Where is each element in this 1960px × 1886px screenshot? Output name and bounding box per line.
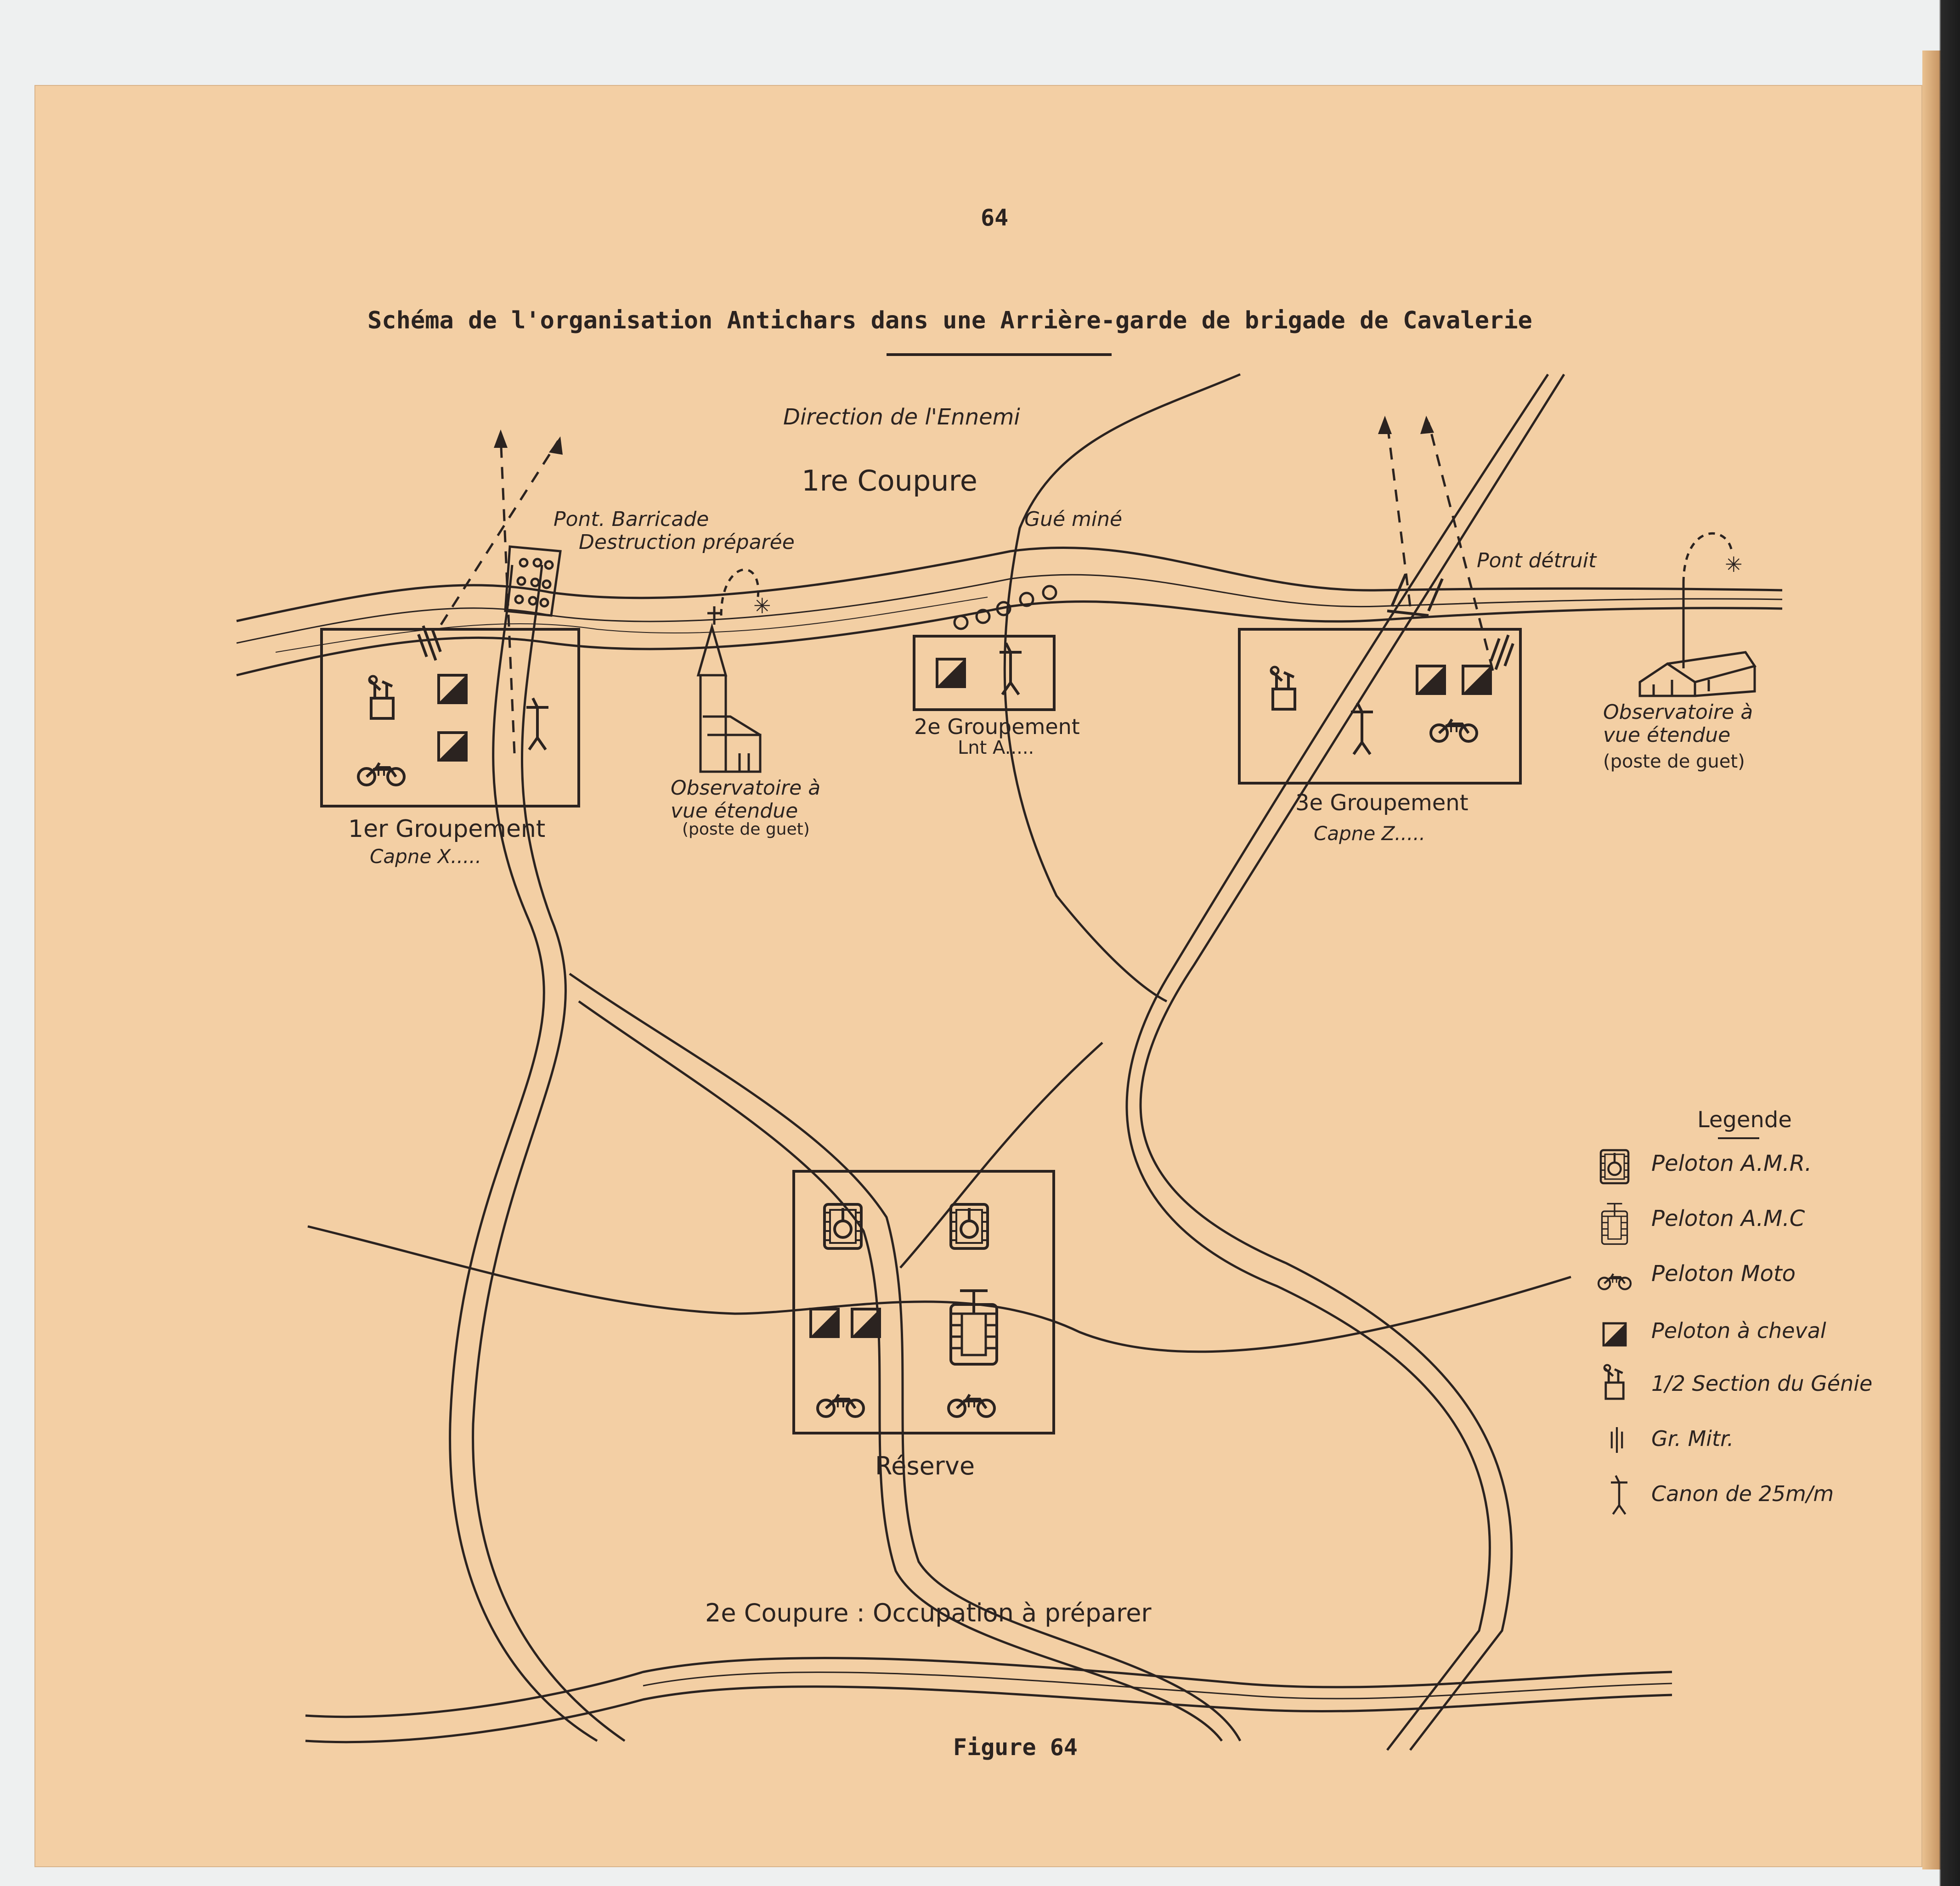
g1-cavalry-square-icon-2 — [439, 733, 466, 760]
label-destruction-preparee: Destruction préparée — [579, 531, 795, 554]
legend-label-mitr: Gr. Mitr. — [1651, 1426, 1734, 1451]
legend-title: Legende — [1697, 1107, 1792, 1133]
g1-cannon-icon — [526, 698, 548, 750]
reserve-amr-icon — [825, 1204, 861, 1248]
label-observatoire-a-line2: vue étendue — [671, 799, 798, 823]
legend-label-amc: Peloton A.M.C — [1651, 1206, 1805, 1231]
river-upper-north-bank — [236, 546, 1783, 622]
arrow-heads — [494, 416, 1434, 455]
groupement-3-box — [1238, 628, 1522, 785]
groupement-1-box — [320, 628, 580, 807]
g1-engineer-icon — [369, 676, 393, 718]
reserve-motorcycle-icon-2 — [949, 1395, 994, 1417]
label-gue-mine: Gué miné — [1024, 508, 1123, 531]
label-coupure-1: 1re Coupure — [802, 464, 977, 497]
g3-cavalry-square-icon — [1417, 666, 1445, 694]
road-west-b — [472, 565, 626, 1742]
legend-label-canon: Canon de 25m/m — [1651, 1481, 1834, 1506]
river-lower-north-bank — [305, 1657, 1672, 1718]
label-direction-ennemi: Direction de l'Ennemi — [783, 404, 1020, 430]
g1-cavalry-square-icon — [439, 675, 466, 703]
road-west-a — [449, 565, 598, 1742]
legend-motorcycle-icon — [1599, 1274, 1631, 1289]
legend-amc-icon — [1601, 1203, 1628, 1245]
road-east-a — [1139, 373, 1565, 1751]
legend-engineer-icon — [1604, 1365, 1624, 1399]
track-gue — [1003, 373, 1241, 1003]
label-groupement-1-chef: Capne X..... — [370, 845, 482, 868]
track-rear — [307, 1225, 1571, 1353]
page-number: 64 — [981, 204, 1009, 231]
label-observatoire-a-line3: (poste de guet) — [682, 820, 810, 839]
road-center-a — [569, 972, 1242, 1742]
reserve-amr-icon-2 — [951, 1204, 988, 1248]
label-coupure-2: 2e Coupure : Occupation à préparer — [705, 1598, 1152, 1627]
road-east-b — [1125, 373, 1549, 1751]
binder-edge — [1865, 0, 1960, 1886]
track-reserve — [899, 1042, 1103, 1269]
figure-caption: Figure 64 — [953, 1734, 1078, 1761]
star-icon-1: ✳ — [753, 593, 771, 618]
label-groupement-3-chef: Capne Z..... — [1314, 822, 1426, 845]
road-center-b — [578, 1000, 1223, 1742]
legend-label-moto: Peloton Moto — [1651, 1261, 1796, 1287]
document-page — [34, 85, 1922, 1867]
label-observatoire-b-line1: Observatoire à — [1603, 700, 1753, 724]
label-groupement-2-chef: Lnt A..... — [958, 737, 1034, 758]
label-observatoire-a-line1: Observatoire à — [671, 776, 821, 800]
g2-cavalry-square-icon — [937, 659, 965, 687]
legend-label-genie: 1/2 Section du Génie — [1651, 1371, 1873, 1396]
reserve-box — [792, 1170, 1055, 1434]
reserve-cavalry-square-icon — [811, 1309, 838, 1337]
star-icon-2: ✳ — [1725, 552, 1743, 577]
label-groupement-1: 1er Groupement — [348, 815, 546, 843]
label-groupement-3: 3e Groupement — [1295, 790, 1469, 816]
g3-engineer-icon — [1271, 667, 1295, 709]
legend-amr-icon — [1601, 1150, 1628, 1183]
farm-observatory-icon — [1638, 532, 1757, 697]
church-observatory-icon — [696, 568, 762, 773]
label-groupement-2: 2e Groupement — [914, 714, 1080, 739]
groupement-2-box — [913, 635, 1056, 711]
g2-cannon-icon — [1000, 643, 1022, 695]
label-observatoire-b-line3: (poste de guet) — [1603, 751, 1745, 772]
g3-cavalry-square-icon-2 — [1463, 666, 1491, 694]
legend-cavalry-square-icon — [1604, 1323, 1626, 1345]
g1-motorcycle-icon — [358, 763, 404, 785]
page-title: Schéma de l'organisation Antichars dans … — [367, 307, 1532, 334]
barricaded-bridge — [504, 545, 562, 617]
legend-label-cheval: Peloton à cheval — [1651, 1318, 1826, 1343]
label-pont-barricade: Pont. Barricade — [554, 508, 709, 531]
legend-machine-gun-icon — [1612, 1427, 1622, 1453]
reserve-motorcycle-icon — [818, 1395, 864, 1417]
g3-motorcycle-icon — [1431, 719, 1477, 741]
label-reserve: Réserve — [875, 1451, 975, 1480]
legend-label-amr: Peloton A.M.R. — [1651, 1151, 1812, 1176]
destroyed-bridge — [1387, 573, 1444, 617]
label-observatoire-b-line2: vue étendue — [1603, 723, 1731, 747]
label-pont-detruit: Pont détruit — [1477, 549, 1597, 572]
legend-cannon-icon — [1611, 1476, 1627, 1514]
reserve-cavalry-square-icon-2 — [852, 1309, 880, 1337]
